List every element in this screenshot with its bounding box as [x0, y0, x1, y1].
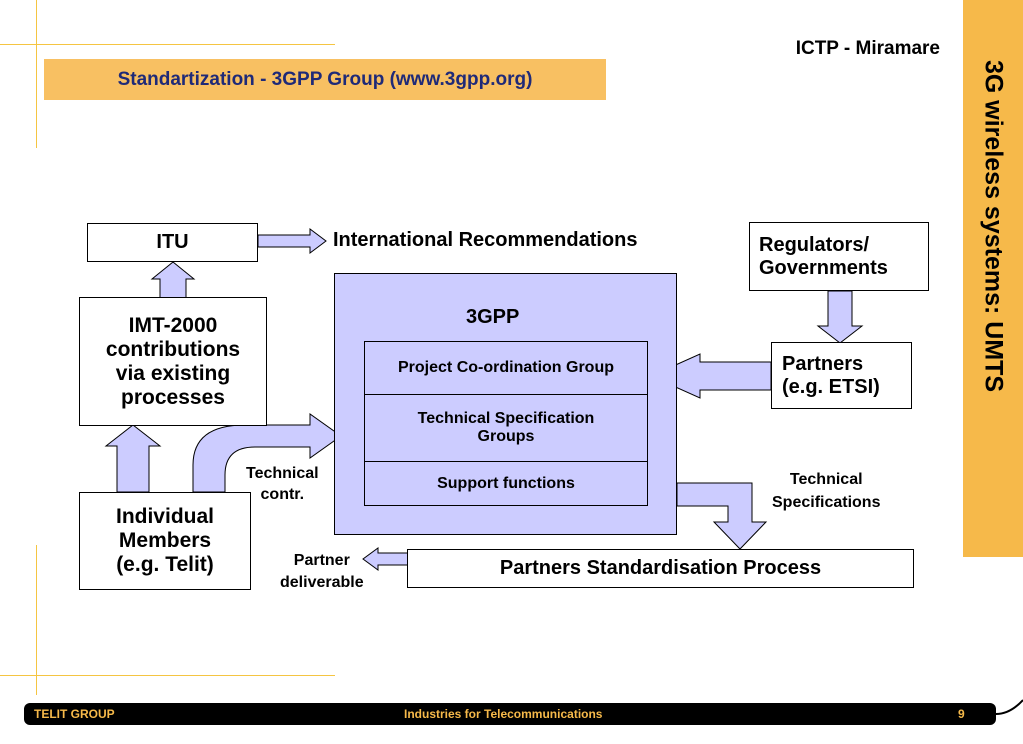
- technical-spec-groups-label: Technical Specification Groups: [417, 410, 595, 445]
- 3gpp-structure: Project Co-ordination Group Technical Sp…: [364, 341, 648, 506]
- arrow-imt-to-itu: [150, 261, 196, 300]
- arrow-itu-to-recommendations: [257, 228, 327, 254]
- footer-bar: TELIT GROUP Industries for Telecommunica…: [24, 703, 996, 725]
- side-title-text: 3G wireless systems: UMTS: [979, 60, 1008, 393]
- header-right-label: ICTP - Miramare: [795, 38, 940, 59]
- itu-box: ITU: [87, 223, 258, 262]
- side-band: [963, 0, 1023, 557]
- arrow-standardisation-to-deliverable: [362, 547, 409, 571]
- imt2000-label: IMT-2000 contributions via existing proc…: [105, 313, 241, 409]
- regulators-label: Regulators/ Governments: [759, 233, 888, 279]
- decor-line-bottom-horizontal: [0, 675, 335, 676]
- support-functions-row: Support functions: [365, 462, 647, 506]
- partners-label: Partners (e.g. ETSI): [782, 352, 880, 398]
- arrow-members-to-3gpp: [192, 413, 342, 493]
- international-recommendations-label: International Recommendations: [333, 229, 638, 251]
- slide-title: Standartization - 3GPP Group (www.3gpp.o…: [117, 68, 533, 90]
- arrow-3gpp-to-standardisation: [676, 482, 768, 550]
- technical-contr-label: Technical contr.: [246, 465, 319, 503]
- partners-standardisation-label: Partners Standardisation Process: [499, 557, 822, 579]
- partner-deliverable-label: Partner deliverable: [280, 552, 364, 591]
- itu-label: ITU: [156, 231, 189, 253]
- project-coordination-row: Project Co-ordination Group: [365, 342, 647, 395]
- footer-curve-line: [995, 699, 1023, 715]
- arrow-regulators-to-partners: [816, 290, 864, 344]
- individual-members-box: Individual Members (e.g. Telit): [79, 492, 251, 590]
- slide-title-box: Standartization - 3GPP Group (www.3gpp.o…: [44, 59, 606, 100]
- decor-line-top-horizontal: [0, 44, 335, 45]
- footer-left: TELIT GROUP: [34, 707, 115, 721]
- individual-members-label: Individual Members (e.g. Telit): [115, 505, 214, 576]
- imt2000-box: IMT-2000 contributions via existing proc…: [79, 297, 267, 426]
- footer-center: Industries for Telecommunications: [404, 707, 603, 721]
- partners-standardisation-box: Partners Standardisation Process: [407, 549, 914, 588]
- 3gpp-title: 3GPP: [466, 306, 520, 328]
- side-title: 3G wireless systems: UMTS: [963, 0, 1023, 557]
- footer-page-number: 9: [958, 707, 965, 721]
- project-coordination-label: Project Co-ordination Group: [398, 359, 614, 376]
- arrow-members-to-imt: [104, 424, 162, 493]
- technical-spec-groups-row: Technical Specification Groups: [365, 395, 647, 462]
- decor-line-top-vertical: [36, 0, 37, 148]
- support-functions-label: Support functions: [437, 475, 575, 492]
- partners-box: Partners (e.g. ETSI): [771, 342, 912, 409]
- technical-specifications-label: Technical Specifications: [772, 471, 881, 511]
- decor-line-bottom-vertical: [36, 545, 37, 695]
- regulators-box: Regulators/ Governments: [749, 222, 929, 291]
